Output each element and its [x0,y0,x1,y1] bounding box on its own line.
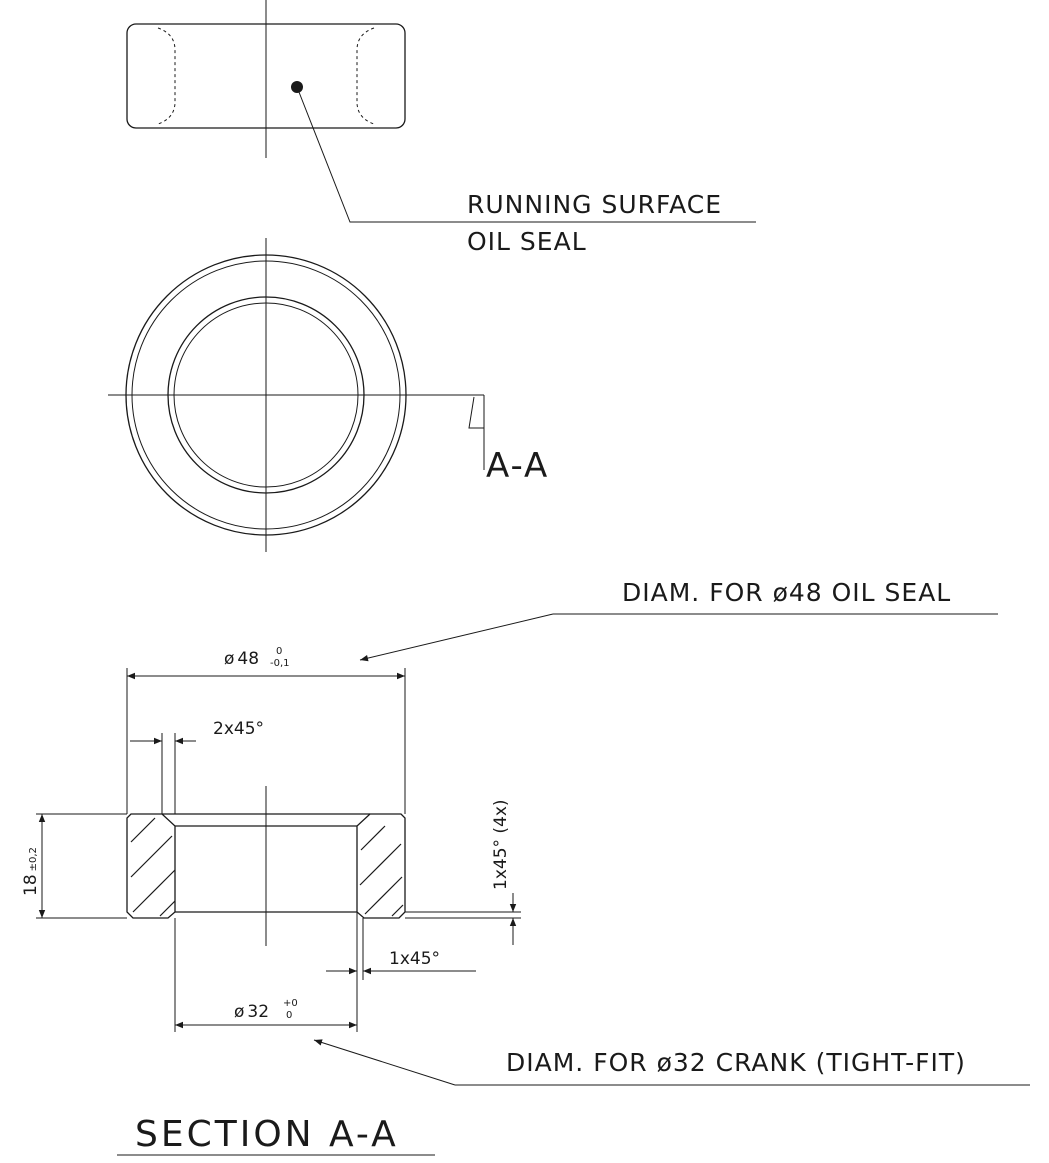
bottom-chamfer-label: 1x45° [389,949,440,969]
inner-tol-upper: +0 [283,998,298,1009]
section-right-wall [356,813,406,919]
section-marker-label: A-A [486,446,549,486]
inner-tol-lower: 0 [286,1010,292,1021]
side-chamfer-label: 1x45° (4x) [491,799,511,890]
section-title: SECTION A-A [135,1114,399,1155]
section-cut-arrow [468,396,484,429]
side-view-hidden-left [157,27,176,125]
crank-callout-arrow [313,1039,456,1086]
side-view: RUNNING SURFACE OIL SEAL [126,0,756,256]
running-surface-leader [296,86,756,223]
seal-callout-arrow [359,613,554,662]
chamfer-top-label: 2x45° [213,719,264,739]
callout-crank-diameter: DIAM. FOR ø32 CRANK (TIGHT-FIT) [506,1048,966,1077]
plan-view: A-A [108,238,549,552]
height-label: 18±0,2 [21,847,41,896]
side-view-hidden-right [356,27,375,125]
outer-tol-lower: -0,1 [270,658,290,669]
callout-seal-diameter: DIAM. FOR ø48 OIL SEAL [622,578,951,607]
section-left-wall [126,813,176,919]
outer-tol-upper: 0 [276,646,282,657]
callout-oil-seal: OIL SEAL [467,227,587,256]
callout-running-surface: RUNNING SURFACE [467,190,722,219]
section-hatching [130,817,404,917]
